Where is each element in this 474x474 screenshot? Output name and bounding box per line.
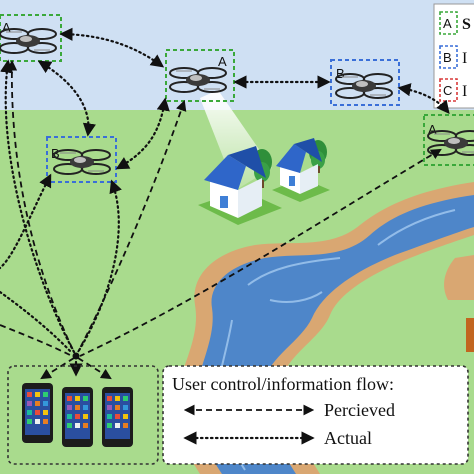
river — [194, 195, 474, 474]
legend-badge-a — [439, 11, 458, 35]
link-d1-d3 — [59, 27, 165, 68]
river-highlights — [215, 209, 456, 471]
legend-groups: A S B I C I — [433, 3, 474, 109]
legend-badge-b-text: B — [443, 50, 452, 65]
phone-3 — [102, 387, 133, 447]
perceived-links — [0, 59, 442, 380]
drone-label-d3: A — [218, 54, 227, 69]
drone-label-d1: A — [2, 20, 11, 35]
edge-object — [466, 318, 474, 352]
river-island — [444, 255, 474, 300]
flow-legend-perceived: Percieved — [324, 400, 395, 420]
flow-legend-title: User control/information flow: — [172, 374, 394, 394]
link-d2-users — [76, 179, 122, 354]
link-left-users — [0, 290, 74, 355]
legend-label-a: S — [462, 16, 471, 33]
link-d2-left — [0, 173, 52, 270]
phone-1 — [22, 383, 53, 443]
legend-label-c: I — [462, 83, 467, 100]
phone-2 — [62, 387, 93, 447]
flow-legend-actual: Actual — [324, 428, 372, 448]
drone-label-d4: B — [336, 66, 345, 81]
link-hub-phone-left — [40, 357, 75, 380]
house-right — [272, 138, 330, 202]
legend-badge-b — [439, 45, 458, 69]
legend-badge-c-text: C — [443, 83, 452, 98]
drone-box-d4 — [330, 59, 400, 106]
legend-badge-a-text: A — [443, 16, 452, 31]
link-d5-hub — [79, 148, 442, 357]
drone-box-d5 — [423, 114, 474, 166]
link-hub-phone-right — [77, 357, 112, 380]
phones-group-frame — [7, 365, 159, 465]
link-d1-users — [0, 59, 76, 354]
link-hub-left — [0, 324, 73, 357]
sky — [0, 0, 474, 118]
actual-links — [0, 27, 450, 377]
legend-label-b: I — [462, 50, 467, 67]
link-d4-d5 — [397, 83, 450, 115]
house-left — [198, 146, 282, 225]
drone-label-d5: A — [428, 122, 437, 137]
link-d3-hub — [77, 99, 187, 353]
link-d2-d3 — [115, 97, 170, 170]
hub-node — [72, 352, 80, 360]
link-d1-d2 — [37, 60, 96, 137]
